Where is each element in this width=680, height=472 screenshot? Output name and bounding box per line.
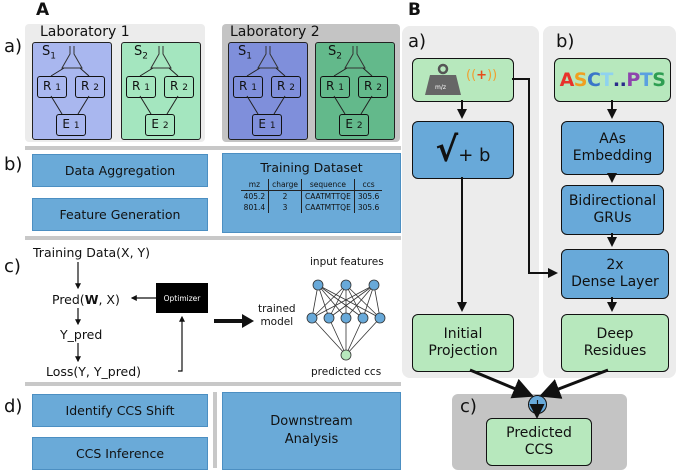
- sqrt-transform-node: √ + b: [412, 121, 514, 179]
- table-header: mz: [240, 179, 269, 191]
- training-dataset-table: mz charge sequence ccs 405.2 2 CAATMTTQE…: [240, 179, 383, 213]
- table-cell: 801.4: [243, 203, 266, 212]
- input-features-label: input features: [310, 256, 384, 268]
- seq-letter: S: [652, 68, 666, 91]
- sqrt-icon: √: [435, 129, 459, 170]
- seq-letter: A: [559, 68, 575, 91]
- weight-label: m/z: [435, 84, 447, 91]
- panel-b-section-a-label: a): [408, 31, 427, 52]
- lab1-sample-2-label: S2: [134, 44, 148, 62]
- lab2-s2-replicate-2: R 2: [358, 76, 388, 98]
- table-cell: 3: [268, 202, 302, 213]
- training-flow-arrows: [75, 262, 185, 372]
- seq-letter: P: [626, 68, 640, 91]
- lab1-s2-replicate-1: R 1: [126, 76, 156, 98]
- feature-generation-box: Feature Generation: [32, 198, 208, 231]
- lab2-sample-1-label: S1: [238, 44, 252, 62]
- table-row: 405.2 2 CAATMTTQE 305.6: [241, 190, 383, 202]
- lab2-s1-replicate-2: R 2: [271, 76, 301, 98]
- charge-icon: ((+)): [466, 68, 498, 83]
- section-b-label: b): [4, 154, 23, 175]
- lab1-s1-replicate-1: R 1: [37, 76, 67, 98]
- data-aggregation-box: Data Aggregation: [32, 154, 208, 187]
- table-header: sequence: [300, 179, 355, 191]
- seq-letter: C: [586, 68, 601, 91]
- identify-ccs-shift-box: Identify CCS Shift: [32, 394, 208, 427]
- panel-b-letter: B: [408, 0, 421, 20]
- lab1-sample-1-label: S1: [42, 44, 56, 62]
- lab2-s1-replicate-1: R 1: [233, 76, 263, 98]
- sum-node: +: [528, 395, 547, 414]
- section-separator-cd: [25, 382, 401, 386]
- seq-letter: T: [639, 68, 653, 91]
- section-d-divider: [213, 392, 217, 468]
- lab1-s2-replicate-2: R 2: [164, 76, 194, 98]
- y-pred-label: Y_pred: [60, 327, 103, 342]
- laboratory-1-title: Laboratory 1: [40, 24, 130, 40]
- table-cell: 405.2: [243, 192, 266, 201]
- weight-icon: [424, 62, 462, 96]
- loss-label: Loss(Y, Y_pred): [46, 364, 142, 379]
- laboratory-2-title: Laboratory 2: [230, 24, 320, 40]
- seq-letter: S: [573, 68, 588, 91]
- table-cell: CAATMTTQE: [300, 202, 355, 213]
- lab2-s1-experiment-1: E 1: [252, 114, 282, 136]
- lab1-s1-replicate-2: R 2: [75, 76, 105, 98]
- section-a-label: a): [4, 36, 23, 57]
- table-cell: 2: [268, 190, 302, 202]
- to-model-arrow: [214, 314, 254, 328]
- seq-letter: ..: [612, 68, 627, 91]
- training-data-label: Training Data(X, Y): [33, 245, 151, 260]
- lab1-s1-experiment-1: E 1: [56, 114, 86, 136]
- table-header: charge: [268, 179, 302, 191]
- section-separator-bc: [25, 236, 401, 240]
- section-separator-ab: [25, 146, 401, 150]
- table-row: 801.4 3 CAATMTTQE 305.6: [241, 202, 383, 213]
- seq-letter: T: [600, 68, 613, 91]
- panel-b-section-b-label: b): [556, 31, 575, 52]
- table-cell: 305.6: [353, 202, 383, 213]
- section-d-label: d): [4, 396, 23, 417]
- lab1-s2-experiment-2: E 2: [145, 114, 175, 136]
- training-dataset-title: Training Dataset: [260, 160, 363, 175]
- table-cell: CAATMTTQE: [300, 190, 355, 202]
- optimizer-box: Optimizer: [156, 283, 208, 313]
- neural-network-icon: [306, 279, 386, 361]
- lab2-sample-2-label: S2: [328, 44, 342, 62]
- section-c-label: c): [4, 256, 21, 277]
- table-header: ccs: [353, 179, 383, 191]
- ccs-inference-box: CCS Inference: [32, 437, 208, 470]
- training-dataset-box: Training Dataset mz charge sequence ccs …: [222, 153, 401, 233]
- predicted-ccs-label: predicted ccs: [311, 366, 382, 378]
- panel-b-section-c-label: c): [460, 396, 477, 417]
- table-cell: 305.6: [353, 190, 383, 202]
- lab2-s2-replicate-1: R 1: [320, 76, 350, 98]
- lab2-s2-experiment-2: E 2: [339, 114, 369, 136]
- panel-a-letter: A: [36, 0, 50, 20]
- pred-label: Pred(W, X): [52, 292, 120, 307]
